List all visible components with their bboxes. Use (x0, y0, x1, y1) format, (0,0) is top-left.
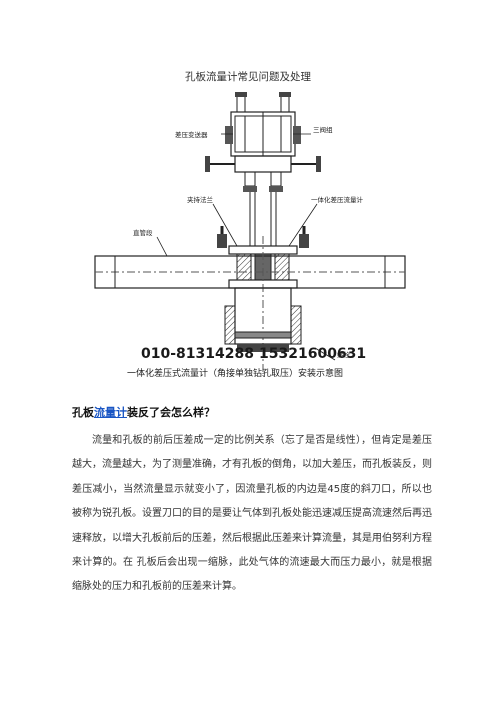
transmitter-drawing (225, 92, 301, 157)
lower-holder-drawing (224, 287, 336, 361)
phone-number-2: 15321600631 (259, 346, 366, 362)
answer-paragraph: 流量和孔板的前后压差成一定的比例关系（忘了是否是线性），但肯定是差压越大，流量越… (72, 435, 432, 593)
question-suffix: 装反了会怎么样？ (127, 406, 215, 419)
impulse-lines (249, 192, 277, 246)
label-bolt: 螺栓 (337, 350, 351, 359)
installation-diagram: 差压变送器 三阀组 夹持法兰 一体化差压流量计 直管段 螺栓 010-81314… (85, 86, 415, 386)
question-prefix: 孔板 (72, 406, 94, 419)
label-valve: 三阀组 (313, 125, 333, 134)
question-heading: 孔板流量计装反了会怎么样？ (72, 404, 432, 420)
phone-number-1: 010-81314288 (141, 346, 254, 362)
label-flange: 夹持法兰 (187, 195, 214, 204)
figure-caption: 一体化差压式流量计（角接单独钻孔取压）安装示意图 (127, 367, 343, 379)
label-pipe: 直管段 (133, 228, 153, 237)
valve-manifold-drawing (205, 155, 321, 192)
label-transmitter: 差压变送器 (175, 130, 208, 139)
page-title: 孔板流量计常见问题及处理 (185, 71, 311, 83)
label-integrated: 一体化差压流量计 (311, 195, 364, 204)
flowmeter-link[interactable]: 流量计 (94, 406, 127, 419)
